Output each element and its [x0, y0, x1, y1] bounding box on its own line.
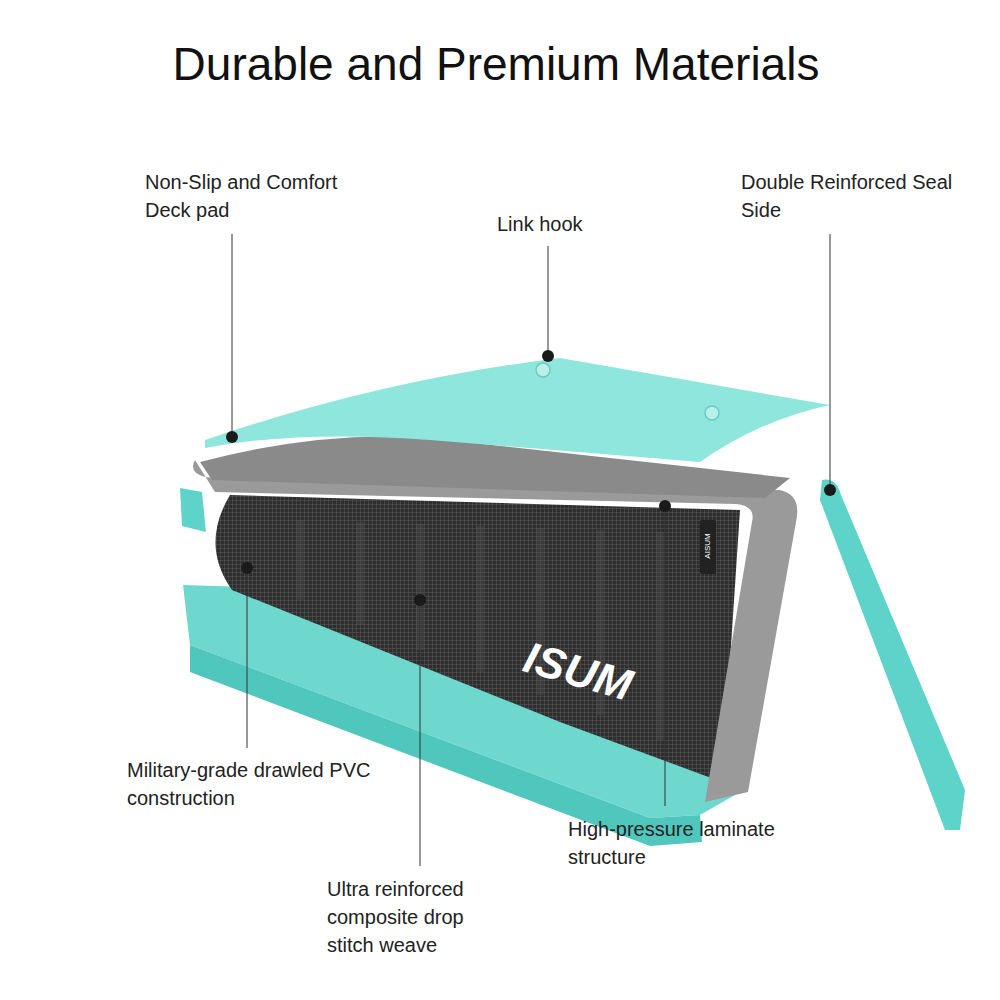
title: Durable and Premium Materials: [0, 36, 996, 92]
callout-label: Military-grade drawled PVC construction: [127, 756, 397, 812]
seal-side: [820, 480, 965, 830]
side-strip: [180, 488, 206, 532]
callout-label: High-pressure laminate structure: [568, 815, 783, 871]
core-ribs: [300, 520, 660, 740]
brand-tag-text: AISUM: [703, 522, 713, 570]
callout-label: Double Reinforced Seal Side: [741, 168, 971, 224]
callout-label: Non-Slip and Comfort Deck pad: [145, 168, 345, 224]
link-hook-ring: [705, 406, 719, 420]
brand-tag: [700, 520, 716, 574]
laminate-layer: [193, 460, 797, 802]
drop-stitch-core: [215, 495, 740, 782]
link-hook-ring: [536, 363, 550, 377]
leader-dots: [226, 350, 836, 606]
deck-pad: [205, 358, 830, 462]
callout-label: Link hook: [497, 210, 583, 238]
callout-label: Ultra reinforced composite drop stitch w…: [327, 875, 502, 959]
